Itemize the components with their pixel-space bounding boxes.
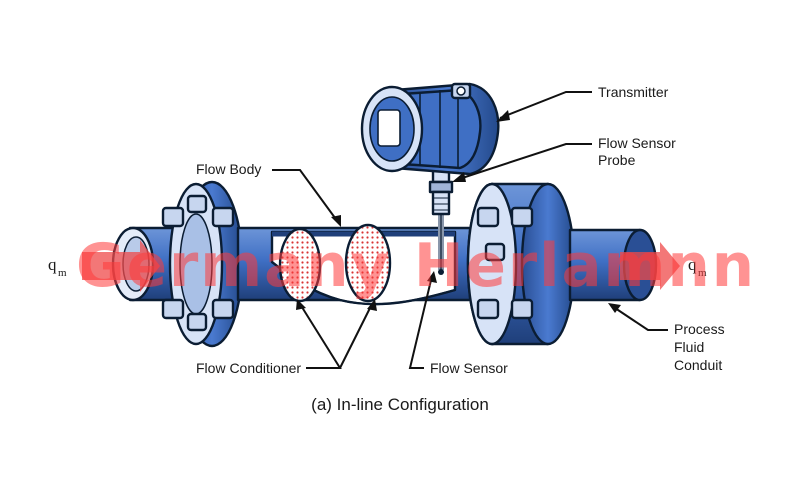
label-flow-sensor-probe-1: Flow Sensor [598, 135, 676, 151]
labels: Transmitter Flow Sensor Probe Flow Body … [196, 84, 725, 376]
svg-text:m: m [698, 267, 707, 279]
inlet-flow-symbol: q m [48, 255, 67, 279]
label-process-1: Process [674, 321, 725, 337]
caption: (a) In-line Configuration [311, 395, 489, 414]
leader-lines [272, 91, 668, 369]
right-flange [466, 182, 576, 346]
label-transmitter: Transmitter [598, 84, 669, 100]
inlet-flow-arrow [82, 240, 160, 292]
label-flow-sensor-probe-2: Probe [598, 152, 636, 168]
flow-sensor [438, 212, 444, 275]
label-process-3: Conduit [674, 357, 722, 373]
label-flow-conditioner: Flow Conditioner [196, 360, 301, 376]
flow-sensor-probe [428, 164, 454, 216]
label-flow-sensor: Flow Sensor [430, 360, 508, 376]
left-flange-bolts [161, 194, 235, 332]
label-process-2: Fluid [674, 339, 704, 355]
svg-text:q: q [688, 255, 697, 274]
transmitter [360, 82, 500, 176]
flow-conditioner-discs [278, 223, 392, 303]
svg-text:m: m [58, 267, 67, 279]
watermark: Germany Herlamnn [76, 231, 756, 301]
svg-text:q: q [48, 255, 57, 274]
outlet-flow-arrow [620, 242, 680, 290]
label-flow-body: Flow Body [196, 161, 261, 177]
outlet-flow-symbol: q m [688, 255, 707, 279]
right-flange-bolts [476, 206, 534, 320]
